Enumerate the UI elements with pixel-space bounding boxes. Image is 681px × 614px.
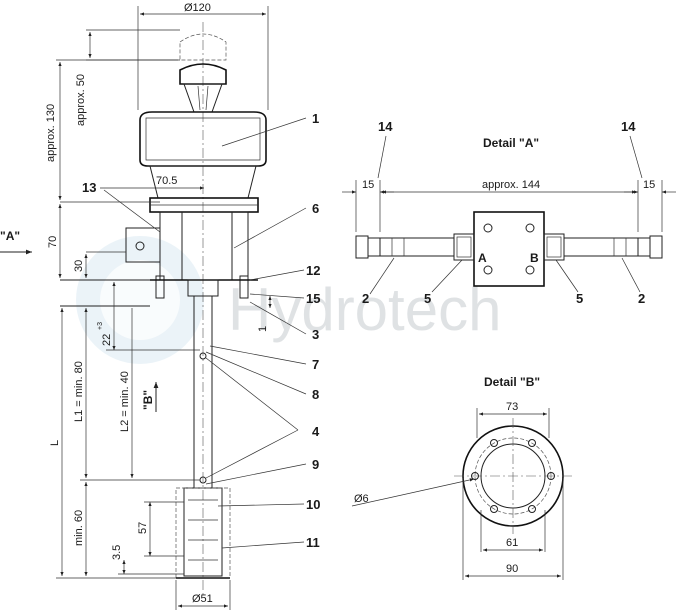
detail-b-dim-90: 90 — [506, 563, 518, 575]
callout-3: 3 — [312, 327, 319, 342]
filler-cap — [179, 63, 227, 85]
dim-d70: 70 — [47, 236, 59, 248]
detail-a-dim-15-left: 15 — [362, 179, 374, 191]
detail-b-bolt-hole — [528, 439, 536, 447]
detail-a-hose-right — [564, 237, 638, 257]
callout-8: 8 — [312, 387, 319, 402]
dim-d22-tolerance: +3 — [97, 322, 104, 330]
view-a-label: "A" — [0, 229, 20, 243]
detail-a-dim-15-right: 15 — [643, 179, 655, 191]
dim-d3-5: 3.5 — [111, 545, 123, 560]
detail-b-dim-61: 61 — [506, 537, 518, 549]
detail-a-fitting-left — [453, 233, 475, 261]
dim-d51: Ø51 — [192, 593, 213, 605]
detail-a-callout-2-left: 2 — [362, 291, 369, 306]
dim-d70-5: 70.5 — [156, 175, 177, 187]
callout-4: 4 — [312, 424, 320, 439]
dim-d57: 57 — [137, 522, 149, 534]
detail-b-dim-73: 73 — [506, 401, 518, 413]
detail-a-callout-14-right: 14 — [621, 119, 636, 134]
dim-d120: Ø120 — [184, 2, 211, 14]
callout-10: 10 — [306, 497, 320, 512]
dim-min60: min. 60 — [73, 510, 85, 546]
detail-b-title: Detail "B" — [484, 375, 540, 389]
detail-a-hose-left — [380, 237, 454, 257]
watermark-text: Hydrotech — [228, 276, 501, 343]
cap-removed-outline — [179, 33, 227, 61]
main-callouts: 1 6 13 12 15 3 7 8 4 9 10 11 — [82, 111, 320, 550]
tube-collar — [187, 279, 219, 297]
dim-l1: L1 = min. 80 — [73, 361, 85, 422]
detail-a-fitting-right — [543, 233, 565, 261]
dim-d1: 1 — [257, 326, 269, 332]
bolt-left — [155, 275, 165, 299]
view-b-label: "B" — [141, 390, 155, 410]
detail-a-callout-5-right: 5 — [576, 291, 583, 306]
detail-a-callout-2-right: 2 — [638, 291, 645, 306]
detail-a-port-a: A — [478, 251, 487, 265]
vent-hole-upper — [199, 352, 207, 360]
dim-d22: 22 — [101, 334, 113, 346]
callout-12: 12 — [306, 263, 320, 278]
dim-l2: L2 = min. 40 — [119, 371, 131, 432]
detail-a-port-block — [473, 211, 545, 287]
detail-a-dim-approx144: approx. 144 — [482, 179, 540, 191]
detail-b-bolt-hole — [547, 472, 555, 480]
callout-15: 15 — [306, 291, 320, 306]
callout-13: 13 — [82, 180, 96, 195]
detail-b-bolt-hole — [490, 505, 498, 513]
detail-b: Detail "B" 73 Ø6 61 90 — [351, 375, 572, 580]
main-view: Ø120 approx. 50 approx. 130 70.5 70 30 2… — [0, 2, 272, 610]
detail-b-dim-d6: Ø6 — [354, 493, 369, 505]
bolt-right — [239, 275, 249, 299]
detail-a-title: Detail "A" — [483, 136, 539, 150]
detail-b-bolt-hole — [490, 439, 498, 447]
detail-a-callout-5-left: 5 — [424, 291, 431, 306]
housing-cover — [139, 111, 267, 167]
callout-7: 7 — [312, 357, 319, 372]
detail-a: Detail "A" 14 14 15 approx. 144 15 A B — [342, 119, 676, 306]
callout-6: 6 — [312, 201, 319, 216]
detail-a-callout-14-left: 14 — [378, 119, 393, 134]
dim-d30: 30 — [73, 260, 85, 272]
side-port-block — [125, 227, 161, 263]
detail-b-bolt-hole — [528, 505, 536, 513]
detail-b-bolt-hole — [471, 472, 479, 480]
dim-approx50: approx. 50 — [75, 74, 87, 126]
callout-9: 9 — [312, 457, 319, 472]
dim-approx130: approx. 130 — [45, 104, 57, 162]
detail-a-port-b: B — [530, 251, 539, 265]
callout-1: 1 — [312, 111, 319, 126]
dim-l: L — [49, 440, 61, 446]
watermark: Hydrotech — [76, 236, 501, 364]
callout-11: 11 — [306, 535, 320, 550]
